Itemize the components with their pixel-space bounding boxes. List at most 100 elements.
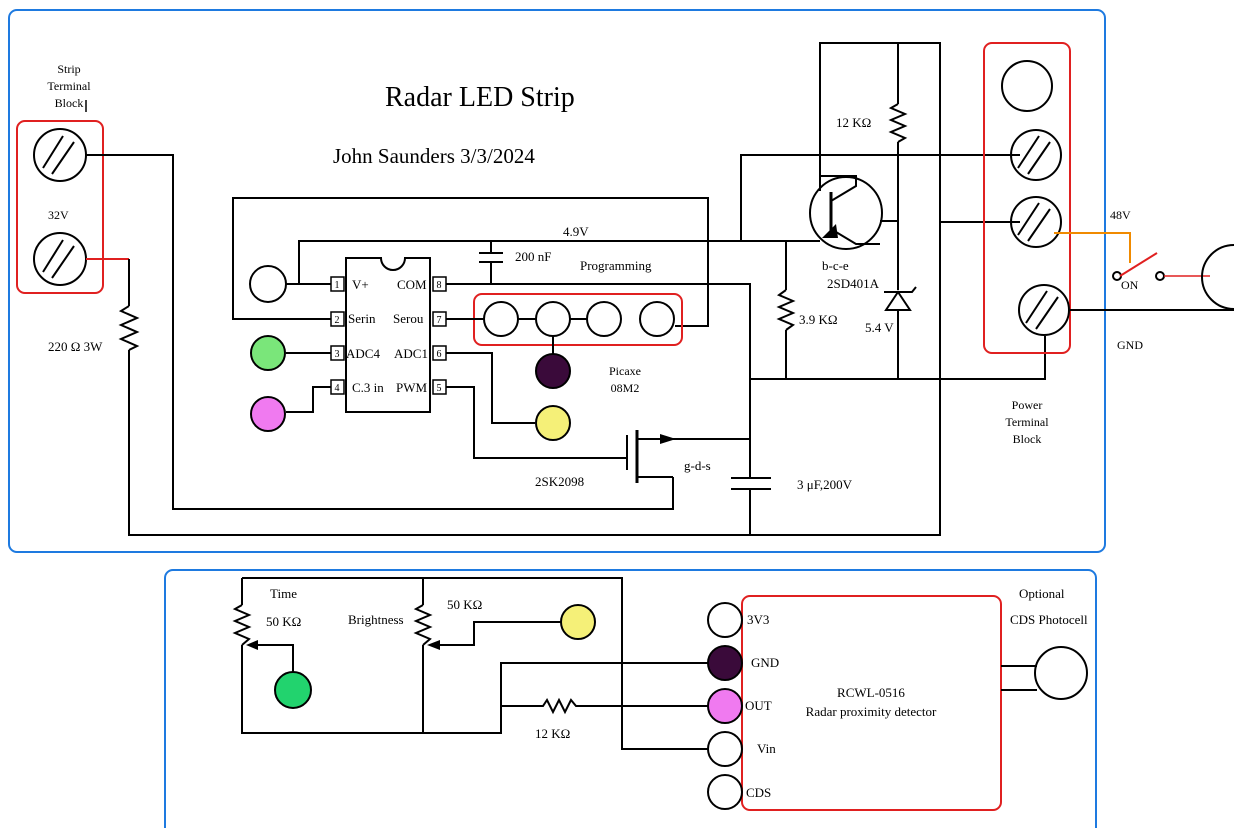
picaxe-label-1: Picaxe — [609, 364, 641, 378]
label-pot-time: 50 KΩ — [266, 614, 301, 629]
strip-block-label-3: Block — [55, 96, 84, 110]
rcwl-module-outline — [741, 595, 1002, 811]
rcwl-pin-gnd — [707, 645, 743, 681]
label-brightness: Brightness — [348, 612, 404, 627]
label-gnd: GND — [1117, 338, 1143, 352]
power-switch[interactable]: ON — [1112, 252, 1165, 292]
pin-number: 8 — [437, 280, 442, 291]
strip-block-label-1: Strip — [57, 62, 80, 76]
pin-label: ADC4 — [346, 346, 380, 361]
pin-label: PWM — [396, 380, 428, 395]
label-3uf: 3 μF,200V — [797, 477, 853, 492]
power-terminal-screw-2 — [1010, 196, 1062, 248]
pin-label: COM — [397, 277, 427, 292]
prog-pin-1 — [483, 301, 519, 337]
c3-connector-pink — [250, 396, 286, 432]
mosfet-2sk2098: 2SK2098 g-d-s — [535, 430, 750, 489]
power-terminal-screw-3 — [1018, 284, 1070, 336]
label-4-9v: 4.9V — [563, 224, 589, 239]
label-12k-bottom: 12 KΩ — [535, 726, 570, 741]
label-32v: 32V — [48, 208, 69, 222]
pin-label: Serin — [348, 311, 376, 326]
pin1-connector — [249, 265, 287, 303]
pin-label: ADC1 — [394, 346, 428, 361]
label-transistor: 2SD401A — [827, 276, 880, 291]
pin-label: Serou — [393, 311, 424, 326]
rcwl-pin-label: GND — [751, 655, 779, 670]
resistor-12k-bottom: 12 KΩ — [501, 697, 708, 741]
label-gds: g-d-s — [684, 458, 711, 473]
strip-block-label-2: Terminal — [47, 79, 91, 93]
power-block-label-1: Power — [1012, 398, 1043, 412]
rcwl-desc: Radar proximity detector — [806, 704, 937, 719]
diagram-author: John Saunders 3/3/2024 — [333, 144, 535, 168]
rcwl-pin-cds — [707, 774, 743, 810]
rcwl-pin-label: 3V3 — [747, 612, 769, 627]
zener-diode: 5.4 V — [865, 221, 917, 379]
prog-pin-3 — [586, 301, 622, 337]
label-cds-photocell: CDS Photocell — [1010, 612, 1088, 627]
pin-number: 5 — [437, 383, 442, 394]
label-time: Time — [270, 586, 297, 601]
strip-terminal-screw-1 — [33, 128, 87, 182]
power-block-label-3: Block — [1013, 432, 1042, 446]
label-bce: b-c-e — [822, 258, 849, 273]
pin-number: 1 — [335, 280, 340, 291]
rcwl-pins: 3V3 GND OUT Vin CDS — [707, 602, 779, 810]
prog-pin-2 — [535, 301, 571, 337]
label-48v: 48V — [1110, 208, 1131, 222]
label-220-ohm: 220 Ω 3W — [48, 339, 103, 354]
pin-number: 2 — [335, 315, 340, 326]
power-block-label-2: Terminal — [1005, 415, 1049, 429]
label-12k-top: 12 KΩ — [836, 115, 871, 130]
pin-number: 3 — [335, 349, 340, 360]
sensor-panel — [164, 569, 1097, 828]
rcwl-module: RCWL-0516 Radar proximity detector — [741, 595, 1002, 811]
rcwl-pin-vin — [707, 731, 743, 767]
power-terminal-block: Power Terminal Block — [983, 42, 1071, 446]
rcwl-pin-out — [707, 688, 743, 724]
pot-brightness: Brightness 50 KΩ — [348, 578, 561, 733]
transistor-2sd401a: b-c-e 2SD401A — [809, 175, 883, 291]
label-zener: 5.4 V — [865, 320, 894, 335]
label-3-9k: 3.9 KΩ — [799, 312, 838, 327]
capacitor-200nf: 200 nF — [479, 241, 551, 284]
strip-block-highlight — [16, 120, 104, 294]
label-on: ON — [1121, 278, 1139, 292]
adc4-connector-green — [250, 335, 286, 371]
adc1-connector-yellow — [535, 405, 571, 441]
pin-number: 4 — [335, 383, 340, 394]
chip-pins-right: 8 COM 7 Serou 6 ADC1 5 PWM — [393, 276, 447, 395]
main-panel — [8, 9, 1106, 553]
strip-terminal-screw-2 — [33, 232, 87, 286]
rcwl-pin-label: CDS — [746, 785, 771, 800]
prog-pin-4 — [639, 301, 675, 337]
gnd-connector-purple — [535, 353, 571, 389]
picaxe-label-2: 08M2 — [611, 381, 640, 395]
pin-label: V+ — [352, 277, 369, 292]
pot-time: Time 50 KΩ — [232, 586, 301, 678]
power-terminal-screw-1 — [1010, 129, 1062, 181]
label-pot-bright: 50 KΩ — [447, 597, 482, 612]
time-connector-green — [274, 671, 312, 709]
resistor-220-ohm: 220 Ω 3W — [48, 305, 140, 354]
rcwl-pin-3v3 — [707, 602, 743, 638]
label-optional: Optional — [1019, 586, 1065, 601]
capacitor-3uf: 3 μF,200V — [731, 477, 853, 492]
rcwl-pin-label: OUT — [745, 698, 772, 713]
picaxe-chip: Picaxe 08M2 — [345, 257, 641, 413]
rcwl-pin-label: Vin — [757, 741, 776, 756]
label-mosfet: 2SK2098 — [535, 474, 584, 489]
label-200nf: 200 nF — [515, 249, 551, 264]
brightness-connector-yellow — [560, 604, 596, 640]
resistor-3-9k: 3.9 KΩ — [776, 240, 838, 379]
power-block-highlight — [983, 42, 1071, 354]
pin-number: 7 — [437, 315, 442, 326]
pin-label: C.3 in — [352, 380, 384, 395]
label-programming: Programming — [580, 258, 652, 273]
cds-photocell: Optional CDS Photocell — [1001, 586, 1088, 700]
pin-number: 6 — [437, 349, 442, 360]
diagram-title: Radar LED Strip — [385, 82, 575, 113]
chip-pins-left: 1 V+ 2 Serin 3 ADC4 4 C.3 in — [330, 276, 384, 395]
